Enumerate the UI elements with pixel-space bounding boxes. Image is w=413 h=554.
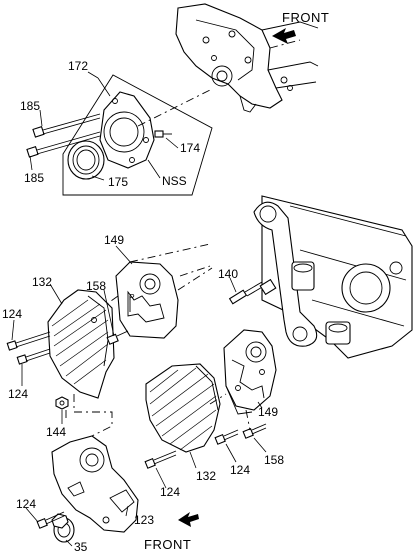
timing-belt-cover-132-left [47, 289, 115, 399]
oil-seal-175 [67, 140, 105, 180]
lower-timing-cover-123 [51, 435, 139, 533]
callout-132-middle: 132 [196, 469, 216, 483]
callout-158-left: 158 [86, 279, 106, 293]
front-label-bottom: FRONT [144, 537, 191, 552]
bolt-124-bottom-left [36, 511, 65, 529]
callout-172: 172 [68, 59, 88, 73]
bolt-124-upper-left [6, 331, 51, 351]
front-arrow-bottom: FRONT [144, 512, 199, 552]
callout-124-upper-left: 124 [2, 307, 22, 321]
seal-retainer-172 [99, 89, 211, 169]
bolt-124-bottom-center [144, 450, 177, 469]
callout-124-middle: 124 [230, 463, 250, 477]
callout-175: 175 [108, 175, 128, 189]
connecting-rod [253, 201, 351, 347]
stud-140 [228, 278, 277, 305]
crank-pulley-bolt-35 [51, 513, 75, 543]
bolt-174 [154, 130, 172, 138]
svg-text:R: R [129, 293, 135, 302]
callout-158-right: 158 [264, 453, 284, 467]
engine-block-casting [175, 3, 319, 113]
callout-124-bottom-center: 124 [160, 485, 180, 499]
callout-132-left: 132 [32, 275, 52, 289]
timing-belt-cover-132-middle [145, 363, 221, 453]
callout-123: 123 [134, 513, 154, 527]
timing-cover-149-left: R [115, 243, 213, 339]
callout-174: 174 [180, 141, 200, 155]
bolt-185-lower [26, 131, 101, 158]
nut-144 [55, 396, 69, 410]
bolt-185-upper [32, 113, 101, 138]
callout-124-lower-left: 124 [8, 387, 28, 401]
callout-144: 144 [46, 425, 66, 439]
bolt-124-middle [214, 429, 239, 445]
callout-140: 140 [218, 267, 238, 281]
timing-cover-149-right [223, 329, 277, 415]
front-arrow-top: FRONT [272, 10, 329, 44]
callout-149-left: 149 [104, 233, 124, 247]
callout-labels: 172 185 185 174 175 NSS 149 132 158 140 … [2, 59, 284, 554]
callout-149-right: 149 [258, 405, 278, 419]
assembly-center-lines [65, 265, 251, 437]
callout-185-upper: 185 [20, 99, 40, 113]
callout-124-bottom-left: 124 [16, 497, 36, 511]
callout-185-lower: 185 [24, 171, 44, 185]
bolt-158-left [106, 330, 129, 345]
front-label-top: FRONT [282, 10, 329, 25]
bolt-158-right [242, 423, 267, 439]
leader-lines [11, 71, 267, 547]
callout-nss: NSS [162, 174, 187, 188]
bolt-124-lower-left [16, 348, 51, 365]
callout-35: 35 [74, 540, 88, 554]
